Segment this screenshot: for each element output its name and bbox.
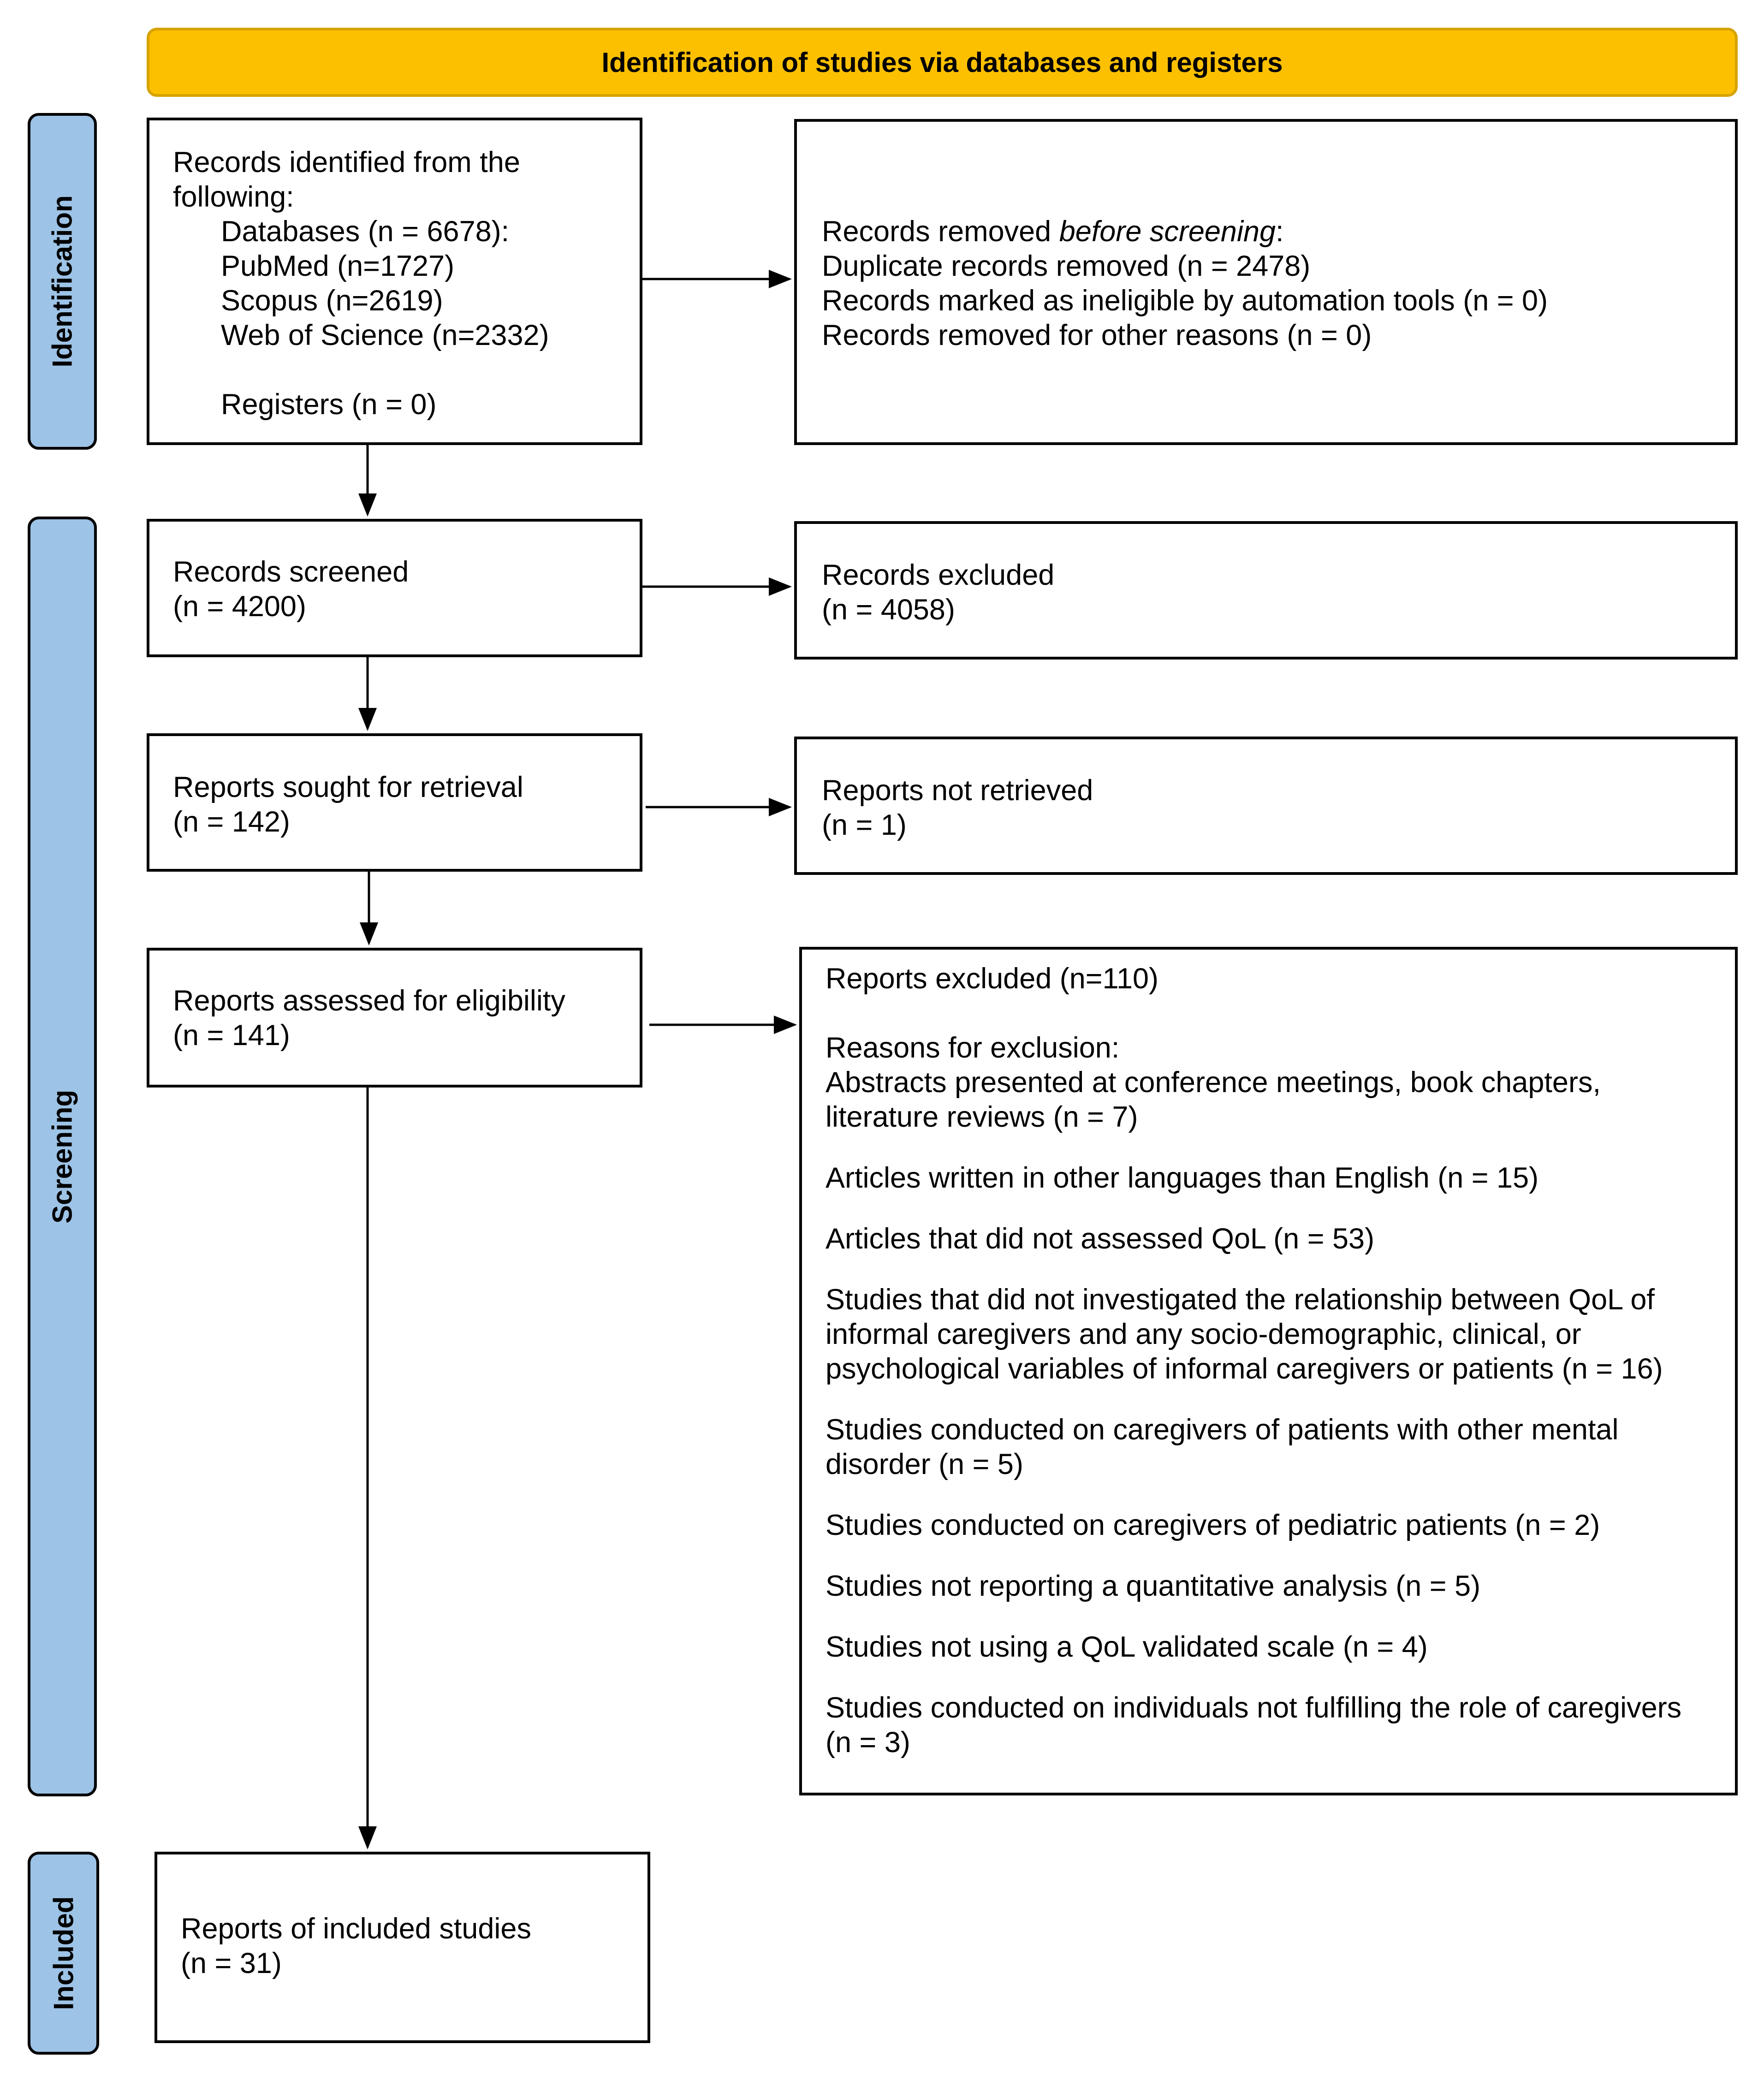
exclusion-reason-line: Studies conducted on caregivers of pedia… <box>826 1509 1600 1541</box>
records-removed-text: Records removed before screening: Duplic… <box>822 214 1548 353</box>
excluded-label: Records excluded <box>822 559 1055 591</box>
identified-registers: Registers (n = 0) <box>221 388 437 421</box>
exclusion-reason-line: (n = 3) <box>826 1726 910 1759</box>
records-removed-box <box>794 119 1738 445</box>
reports-not-retrieved-box <box>794 737 1738 875</box>
exclusion-reason-line: psychological variables of informal care… <box>826 1353 1663 1385</box>
exclusion-reason-line: Studies conducted on caregivers of patie… <box>826 1414 1619 1446</box>
reports-sought-box <box>147 733 642 872</box>
records-excluded-text: Records excluded (n = 4058) <box>822 558 1054 627</box>
removed-automation: Records marked as ineligible by automati… <box>822 285 1548 317</box>
sought-label: Reports sought for retrieval <box>173 771 523 803</box>
not-retrieved-count: (n = 1) <box>822 809 907 841</box>
exclusion-reason-line: Articles that did not assessed QoL (n = … <box>826 1223 1375 1255</box>
included-label: Reports of included studies <box>181 1913 531 1945</box>
exclusion-reason-line: Studies not using a QoL validated scale … <box>826 1631 1428 1663</box>
reasons-list: Abstracts presented at conference meetin… <box>826 1065 1681 1760</box>
exclusion-reason-line: informal caregivers and any socio-demogr… <box>826 1318 1581 1350</box>
records-excluded-box <box>794 521 1738 660</box>
exclusion-reason: Studies conducted on caregivers of pedia… <box>826 1508 1681 1543</box>
reports-excluded-title: Reports excluded (n=110) <box>826 963 1159 995</box>
records-identified-box <box>147 118 642 445</box>
exclusion-reason: Studies not reporting a quantitative ana… <box>826 1569 1681 1604</box>
exclusion-reason-line: Studies not reporting a quantitative ana… <box>826 1570 1481 1602</box>
identified-pubmed: PubMed (n=1727) <box>221 250 455 282</box>
exclusion-reason-line: Abstracts presented at conference meetin… <box>826 1066 1601 1099</box>
assessed-count: (n = 141) <box>173 1019 290 1052</box>
identified-wos: Web of Science (n=2332) <box>221 319 549 351</box>
removed-duplicates: Duplicate records removed (n = 2478) <box>822 250 1311 282</box>
exclusion-reason: Studies conducted on caregivers of patie… <box>826 1413 1681 1482</box>
screened-label: Records screened <box>173 556 409 588</box>
phase-screening: Screening <box>28 517 97 1796</box>
excluded-count: (n = 4058) <box>822 594 955 626</box>
not-retrieved-label: Reports not retrieved <box>822 774 1093 807</box>
reports-excluded-text: Reports excluded (n=110) Reasons for exc… <box>826 962 1681 1760</box>
screened-count: (n = 4200) <box>173 590 306 623</box>
reports-excluded-box <box>799 947 1738 1795</box>
exclusion-reason: Abstracts presented at conference meetin… <box>826 1065 1681 1135</box>
reports-assessed-box <box>147 948 642 1088</box>
exclusion-reason-line: Studies conducted on individuals not ful… <box>826 1692 1682 1724</box>
assessed-label: Reports assessed for eligibility <box>173 985 565 1017</box>
exclusion-reason-line: Studies that did not investigated the re… <box>826 1284 1655 1316</box>
included-studies-box <box>154 1852 650 2043</box>
exclusion-reason-line: literature reviews (n = 7) <box>826 1101 1138 1133</box>
reports-not-retrieved-text: Reports not retrieved (n = 1) <box>822 773 1093 843</box>
exclusion-reason-line: disorder (n = 5) <box>826 1448 1023 1480</box>
identification-header-bar: Identification of studies via databases … <box>147 28 1738 97</box>
exclusion-reason: Articles that did not assessed QoL (n = … <box>826 1222 1681 1256</box>
removed-other: Records removed for other reasons (n = 0… <box>822 319 1372 351</box>
records-identified-text: Records identified from the following: D… <box>173 145 549 422</box>
identified-scopus: Scopus (n=2619) <box>221 285 443 317</box>
included-studies-text: Reports of included studies (n = 31) <box>181 1912 531 1981</box>
exclusion-reason: Studies conducted on individuals not ful… <box>826 1691 1681 1760</box>
reports-assessed-text: Reports assessed for eligibility (n = 14… <box>173 984 565 1053</box>
exclusion-reason-line: Articles written in other languages than… <box>826 1162 1539 1194</box>
identified-databases: Databases (n = 6678): <box>221 215 510 248</box>
identified-line2: following: <box>173 181 294 213</box>
phase-included: Included <box>28 1852 99 2055</box>
removed-heading: Records removed before screening: <box>822 215 1284 248</box>
sought-count: (n = 142) <box>173 806 290 838</box>
included-count: (n = 31) <box>181 1947 282 1979</box>
reports-sought-text: Reports sought for retrieval (n = 142) <box>173 770 523 839</box>
phase-identification: Identification <box>28 113 97 450</box>
header-title: Identification of studies via databases … <box>601 47 1283 78</box>
exclusion-reason: Studies not using a QoL validated scale … <box>826 1630 1681 1664</box>
records-screened-text: Records screened (n = 4200) <box>173 555 409 624</box>
identified-line1: Records identified from the <box>173 146 520 178</box>
records-screened-box <box>147 519 642 657</box>
exclusion-reason: Articles written in other languages than… <box>826 1161 1681 1195</box>
exclusion-reason: Studies that did not investigated the re… <box>826 1283 1681 1386</box>
reasons-label: Reasons for exclusion: <box>826 1032 1120 1064</box>
